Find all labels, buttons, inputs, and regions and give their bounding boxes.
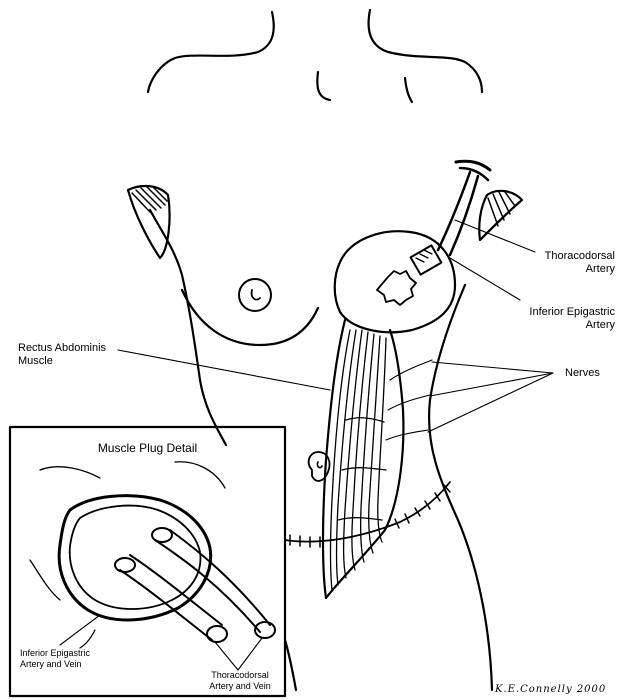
flap-breast-outline: [335, 231, 455, 332]
inset-label-inferior-line2: Artery and Vein: [20, 659, 90, 670]
muscle-plug-illustration: [30, 462, 275, 648]
label-thoracodorsal-artery: Thoracodorsal Artery: [515, 250, 615, 276]
label-inferior-epigastric-artery: Inferior Epigastric Artery: [500, 306, 615, 332]
label-thoracodorsal-artery-line2: Artery: [515, 263, 615, 276]
inset-label-thoracodorsal: Thoracodorsal Artery and Vein: [195, 670, 285, 692]
label-rectus-line2: Muscle: [18, 355, 106, 368]
torso-right-outline: [429, 285, 492, 690]
left-breast-outline: [182, 290, 318, 345]
artist-signature: K.E.Connelly 2000: [495, 684, 606, 695]
inset-label-thoracodorsal-line2: Artery and Vein: [195, 681, 285, 692]
inset-title: Muscle Plug Detail: [60, 442, 235, 455]
clavicle-left: [317, 72, 330, 100]
label-inferior-epigastric-line2: Artery: [500, 319, 615, 332]
inset-leader-lines: [60, 615, 262, 670]
flap-skin-island: [377, 271, 416, 305]
clavicle-right: [405, 78, 412, 102]
neck-right-outline: [369, 10, 482, 92]
abdominal-incision: [285, 482, 450, 542]
label-inferior-epigastric-line1: Inferior Epigastric: [500, 306, 615, 319]
hip-left-outline: [285, 640, 296, 690]
label-rectus-abdominis-muscle: Rectus Abdominis Muscle: [18, 342, 106, 368]
label-nerves: Nerves: [565, 367, 600, 380]
leader-lines: [118, 220, 553, 432]
inset-label-inferior-epigastric: Inferior Epigastric Artery and Vein: [20, 648, 90, 670]
rectus-muscle-striations: [331, 330, 387, 590]
torso-left-outline: [150, 210, 226, 445]
label-rectus-line1: Rectus Abdominis: [18, 342, 106, 355]
neck-left-outline: [148, 12, 274, 92]
label-thoracodorsal-artery-line1: Thoracodorsal: [515, 250, 615, 263]
left-nipple: [252, 290, 260, 300]
nerve-branches: [386, 360, 432, 440]
left-breast-areola: [239, 279, 271, 311]
inset-label-thoracodorsal-line1: Thoracodorsal: [195, 670, 285, 681]
inset-label-inferior-line1: Inferior Epigastric: [20, 648, 90, 659]
